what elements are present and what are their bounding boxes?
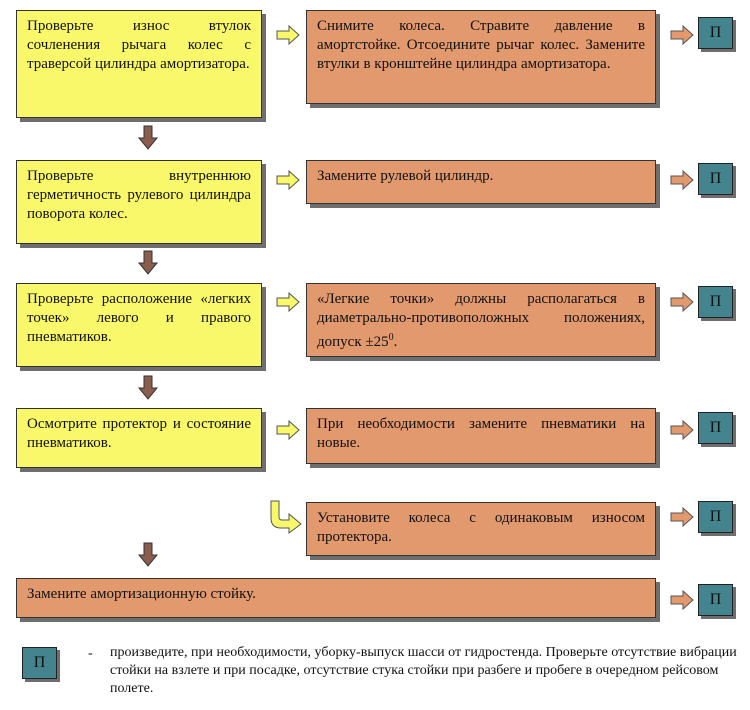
check-box-steering-cylinder: Проверьте внутреннюю герметичность рулев… [16,160,262,244]
action-text-end: . [393,334,398,350]
action-text: Снимите колеса. Стравите давление в амор… [317,18,645,72]
legend-text: произведите, при необходимости, уборку-в… [110,645,737,696]
action-text: «Легкие точки» должны располагаться в ди… [317,291,645,350]
right-arrow-icon [670,589,694,611]
down-arrow-icon [137,125,159,150]
check-text: Проверьте внутреннюю герметичность рулев… [27,168,251,222]
degree-superscript: 0 [388,332,394,343]
check-box-tread: Осмотрите протектор и состояние пневмати… [16,408,262,468]
check-text: Осмотрите протектор и состояние пневмати… [27,416,251,451]
right-arrow-icon [276,24,300,46]
right-arrow-icon [670,506,694,528]
p-label-box: П [698,17,733,49]
action-text: Установите колеса с одинаковым износом п… [317,510,645,545]
check-box-light-points: Проверьте расположение «легких точек» ле… [16,283,262,367]
down-arrow-icon [137,542,159,567]
action-text: Замените рулевой цилиндр. [317,168,494,184]
action-box-replace-strut: Замените амортизационную стойку. [16,578,656,618]
action-box-replace-steering-cylinder: Замените рулевой цилиндр. [306,160,656,204]
action-text: При необходимости замените пневматики на… [317,416,645,451]
action-text: Замените амортизационную стойку. [27,586,256,602]
right-arrow-icon [276,419,300,441]
right-arrow-icon [670,291,694,313]
legend-dash: - [88,646,93,661]
action-box-replace-tires: При необходимости замените пневматики на… [306,408,656,464]
p-label-box: П [698,412,733,444]
right-arrow-icon [670,24,694,46]
right-arrow-icon [670,419,694,441]
check-box-bushing-wear: Проверьте износ втулок сочленения рычага… [16,10,262,118]
bent-arrow-icon [270,500,302,534]
p-label-box: П [698,584,733,616]
p-label-box: П [698,163,733,195]
check-text: Проверьте износ втулок сочленения рычага… [27,18,251,72]
down-arrow-icon [137,250,159,275]
p-label-box: П [698,286,733,318]
right-arrow-icon [276,169,300,191]
right-arrow-icon [670,169,694,191]
legend-p-box: П [22,647,57,679]
p-label-box: П [698,501,733,533]
action-box-install-wheels: Установите колеса с одинаковым износом п… [306,502,656,556]
right-arrow-icon [276,291,300,313]
check-text: Проверьте расположение «легких точек» ле… [27,291,251,345]
action-box-light-points-position: «Легкие точки» должны располагаться в ди… [306,283,656,357]
action-box-replace-bushings: Снимите колеса. Стравите давление в амор… [306,10,656,104]
down-arrow-icon [137,375,159,400]
